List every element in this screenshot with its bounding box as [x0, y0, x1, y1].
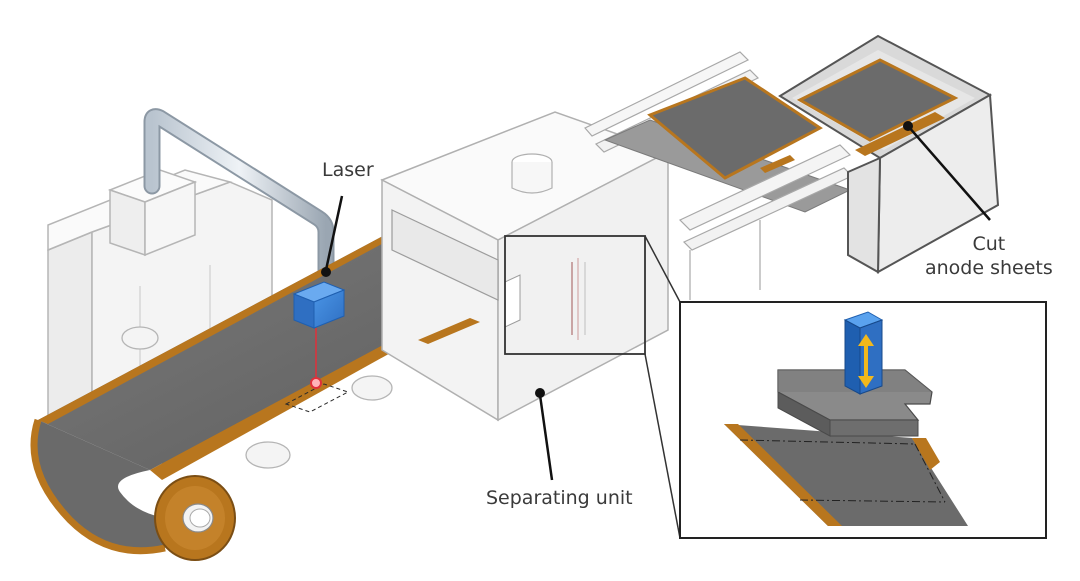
- zoom-indicator: [504, 235, 681, 539]
- label-cut-line1: Cut: [972, 233, 1006, 255]
- label-separating-unit: Separating unit: [486, 487, 633, 509]
- double-vertical-arrow-icon: [858, 334, 874, 388]
- support-rollers: [121, 326, 393, 469]
- separating-unit: [380, 111, 670, 422]
- front-roller: [154, 475, 236, 561]
- label-cut-line2: anode sheets: [925, 257, 1053, 279]
- collection-bin: [778, 34, 1000, 274]
- callouts: [321, 121, 991, 481]
- punch-detail-inset: [679, 301, 1047, 539]
- label-laser: Laser: [322, 159, 374, 181]
- laser-support-pipe: [143, 108, 335, 295]
- laser-head: [292, 281, 346, 389]
- label-cut-anode-sheets: Cut anode sheets: [925, 232, 1053, 280]
